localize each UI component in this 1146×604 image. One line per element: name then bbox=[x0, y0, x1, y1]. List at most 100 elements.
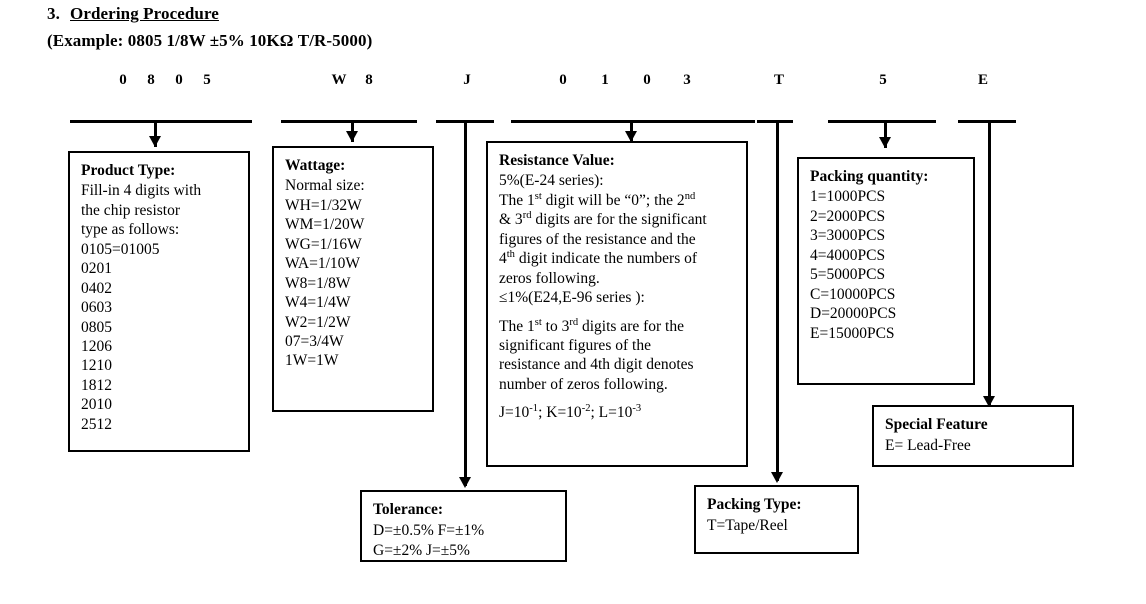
box-line: The 1st digit will be “0”; the 2nd bbox=[499, 191, 735, 210]
box-line: C=10000PCS bbox=[810, 285, 896, 303]
ordinal-suffix: st bbox=[534, 190, 542, 202]
spacer bbox=[499, 394, 735, 403]
box-line: J=10-1; K=10-2; L=10-3 bbox=[499, 403, 735, 422]
connector-bar-product-type bbox=[70, 120, 252, 123]
box-line: 4=4000PCS bbox=[810, 246, 886, 264]
connector-drop-special-feature bbox=[988, 120, 991, 405]
box-title-packing-quantity: Packing quantity: bbox=[810, 168, 929, 185]
box-line: E=15000PCS bbox=[810, 324, 895, 342]
box-line: significant figures of the bbox=[499, 336, 651, 354]
code-char: 5 bbox=[879, 72, 887, 88]
box-line: 2010 bbox=[81, 396, 112, 414]
exponent: -1 bbox=[529, 403, 539, 415]
box-title-resistance-value: Resistance Value: bbox=[499, 152, 615, 169]
text-frag: ; L=10 bbox=[590, 404, 633, 422]
box-line: 1210 bbox=[81, 357, 112, 375]
box-line: Fill-in 4 digits with bbox=[81, 182, 202, 200]
box-line: 0201 bbox=[81, 260, 112, 278]
box-line: 0402 bbox=[81, 279, 112, 297]
ordinal-suffix: rd bbox=[522, 210, 532, 222]
box-line: W8=1/8W bbox=[285, 274, 351, 292]
box-line: resistance and 4th digit denotes bbox=[499, 356, 694, 374]
box-line: 0105=01005 bbox=[81, 240, 160, 258]
box-resistance-value: Resistance Value: 5%(E-24 series): The 1… bbox=[486, 141, 748, 467]
code-char: W bbox=[331, 72, 347, 88]
box-packing-type: Packing Type: T=Tape/Reel bbox=[694, 485, 859, 554]
code-char: 8 bbox=[365, 72, 373, 88]
box-line: zeros following. bbox=[499, 269, 600, 287]
box-line: WG=1/16W bbox=[285, 235, 362, 253]
code-char: 0 bbox=[119, 72, 127, 88]
connector-drop-product-type bbox=[154, 120, 157, 147]
code-char: 3 bbox=[683, 72, 691, 88]
box-line: The 1st to 3rd digits are for the bbox=[499, 317, 735, 336]
box-line: 1W=1W bbox=[285, 352, 339, 370]
box-wattage: Wattage: Normal size: WH=1/32W WM=1/20W … bbox=[272, 146, 434, 412]
box-line: 4th digit indicate the numbers of bbox=[499, 249, 735, 268]
box-title-product-type: Product Type: bbox=[81, 162, 176, 179]
box-product-type: Product Type: Fill-in 4 digits with the … bbox=[68, 151, 250, 452]
exponent: -3 bbox=[632, 403, 642, 415]
connector-drop-packing-type bbox=[776, 120, 779, 481]
box-title-wattage: Wattage: bbox=[285, 157, 346, 174]
connector-arrow-tolerance bbox=[459, 477, 471, 488]
box-special-feature: Special Feature E= Lead-Free bbox=[872, 405, 1074, 467]
section-number: 3. bbox=[47, 4, 60, 23]
connector-drop-tolerance bbox=[464, 120, 467, 486]
code-char: 0 bbox=[559, 72, 567, 88]
box-line: 0805 bbox=[81, 318, 112, 336]
text-frag: 4 bbox=[499, 250, 507, 268]
connector-drop-packing-quantity bbox=[884, 120, 887, 148]
box-line: WM=1/20W bbox=[285, 216, 365, 234]
text-frag: digits are for the bbox=[578, 317, 684, 335]
box-packing-quantity: Packing quantity: 1=1000PCS 2=2000PCS 3=… bbox=[797, 157, 975, 385]
box-line: D=±0.5% F=±1% bbox=[373, 522, 485, 540]
connector-arrow-special-feature bbox=[983, 396, 995, 407]
text-frag: & 3 bbox=[499, 211, 523, 229]
connector-arrow-wattage bbox=[346, 131, 358, 142]
text-frag: digit indicate the numbers of bbox=[514, 250, 698, 268]
box-line: 1=1000PCS bbox=[810, 188, 886, 206]
box-tolerance: Tolerance: D=±0.5% F=±1% G=±2% J=±5% bbox=[360, 490, 567, 562]
box-line: G=±2% J=±5% bbox=[373, 542, 470, 560]
box-line: 3=3000PCS bbox=[810, 227, 886, 245]
box-line: number of zeros following. bbox=[499, 375, 668, 393]
code-char: 1 bbox=[601, 72, 609, 88]
connector-arrow-packing-type bbox=[771, 472, 783, 483]
connector-arrow-product-type bbox=[149, 136, 161, 147]
connector-arrow-resistance bbox=[625, 131, 637, 142]
connector-bar-packing-type bbox=[757, 120, 793, 123]
box-line: figures of the resistance and the bbox=[499, 230, 696, 248]
connector-bar-special-feature bbox=[958, 120, 1016, 123]
box-line: T=Tape/Reel bbox=[707, 517, 788, 535]
box-line: 5=5000PCS bbox=[810, 266, 886, 284]
text-frag: digit will be “0”; the 2 bbox=[541, 191, 685, 209]
ordinal-suffix: th bbox=[506, 249, 515, 261]
text-frag: digits are for the significant bbox=[531, 211, 707, 229]
box-line: ≤1%(E24,E-96 series ): bbox=[499, 289, 645, 307]
box-line: Normal size: bbox=[285, 177, 365, 195]
code-char: 0 bbox=[175, 72, 183, 88]
text-frag: to 3 bbox=[541, 317, 570, 335]
page-title: Ordering Procedure bbox=[70, 4, 219, 23]
box-line: 2=2000PCS bbox=[810, 207, 886, 225]
box-line: 07=3/4W bbox=[285, 332, 344, 350]
text-frag: ; K=10 bbox=[538, 404, 582, 422]
text-frag: The 1 bbox=[499, 191, 535, 209]
example-partnumber: (Example: 0805 1/8W ±5% 10KΩ T/R-5000) bbox=[47, 31, 373, 50]
ordinal-suffix: st bbox=[534, 316, 542, 328]
box-title-tolerance: Tolerance: bbox=[373, 501, 444, 518]
code-char: J bbox=[463, 72, 471, 88]
box-line: 2512 bbox=[81, 415, 112, 433]
spacer bbox=[499, 308, 735, 317]
box-line: & 3rd digits are for the significant bbox=[499, 210, 735, 229]
text-frag: J=10 bbox=[499, 404, 530, 422]
exponent: -2 bbox=[581, 403, 591, 415]
box-line: E= Lead-Free bbox=[885, 437, 971, 455]
ordinal-suffix: rd bbox=[569, 316, 579, 328]
ordinal-suffix: nd bbox=[684, 190, 696, 202]
box-line: 0603 bbox=[81, 299, 112, 317]
connector-arrow-packing-quantity bbox=[879, 137, 891, 148]
box-line: W4=1/4W bbox=[285, 294, 351, 312]
